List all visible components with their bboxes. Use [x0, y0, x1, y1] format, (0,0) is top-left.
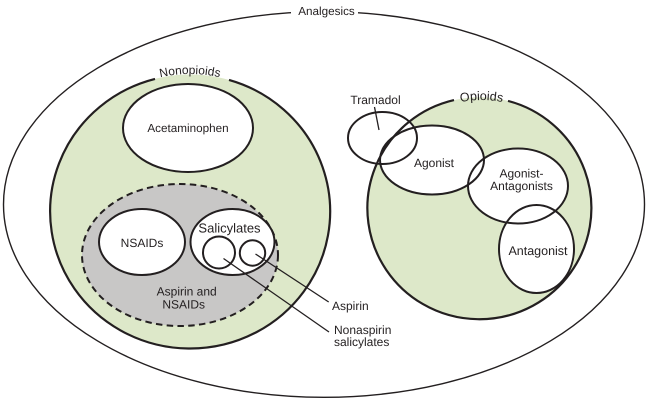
svg-text:NSAIDs: NSAIDs — [121, 236, 164, 250]
svg-text:Nonaspirin: Nonaspirin — [334, 323, 391, 337]
svg-text:Analgesics: Analgesics — [298, 5, 355, 18]
svg-text:Acetaminophen: Acetaminophen — [147, 122, 228, 135]
svg-text:Antagonist: Antagonist — [508, 244, 568, 258]
svg-text:Nonopioids: Nonopioids — [158, 63, 222, 80]
svg-text:Salicylates: Salicylates — [198, 221, 261, 236]
svg-text:NSAIDs: NSAIDs — [162, 298, 205, 312]
svg-text:Agonist: Agonist — [414, 156, 455, 170]
svg-text:Aspirin: Aspirin — [332, 299, 369, 313]
svg-text:Agonist-: Agonist- — [499, 166, 543, 180]
svg-text:Antagonists: Antagonists — [490, 179, 553, 193]
svg-text:salicylates: salicylates — [334, 335, 389, 349]
svg-text:Aspirin and: Aspirin and — [157, 284, 217, 298]
svg-text:Tramadol: Tramadol — [350, 93, 400, 107]
